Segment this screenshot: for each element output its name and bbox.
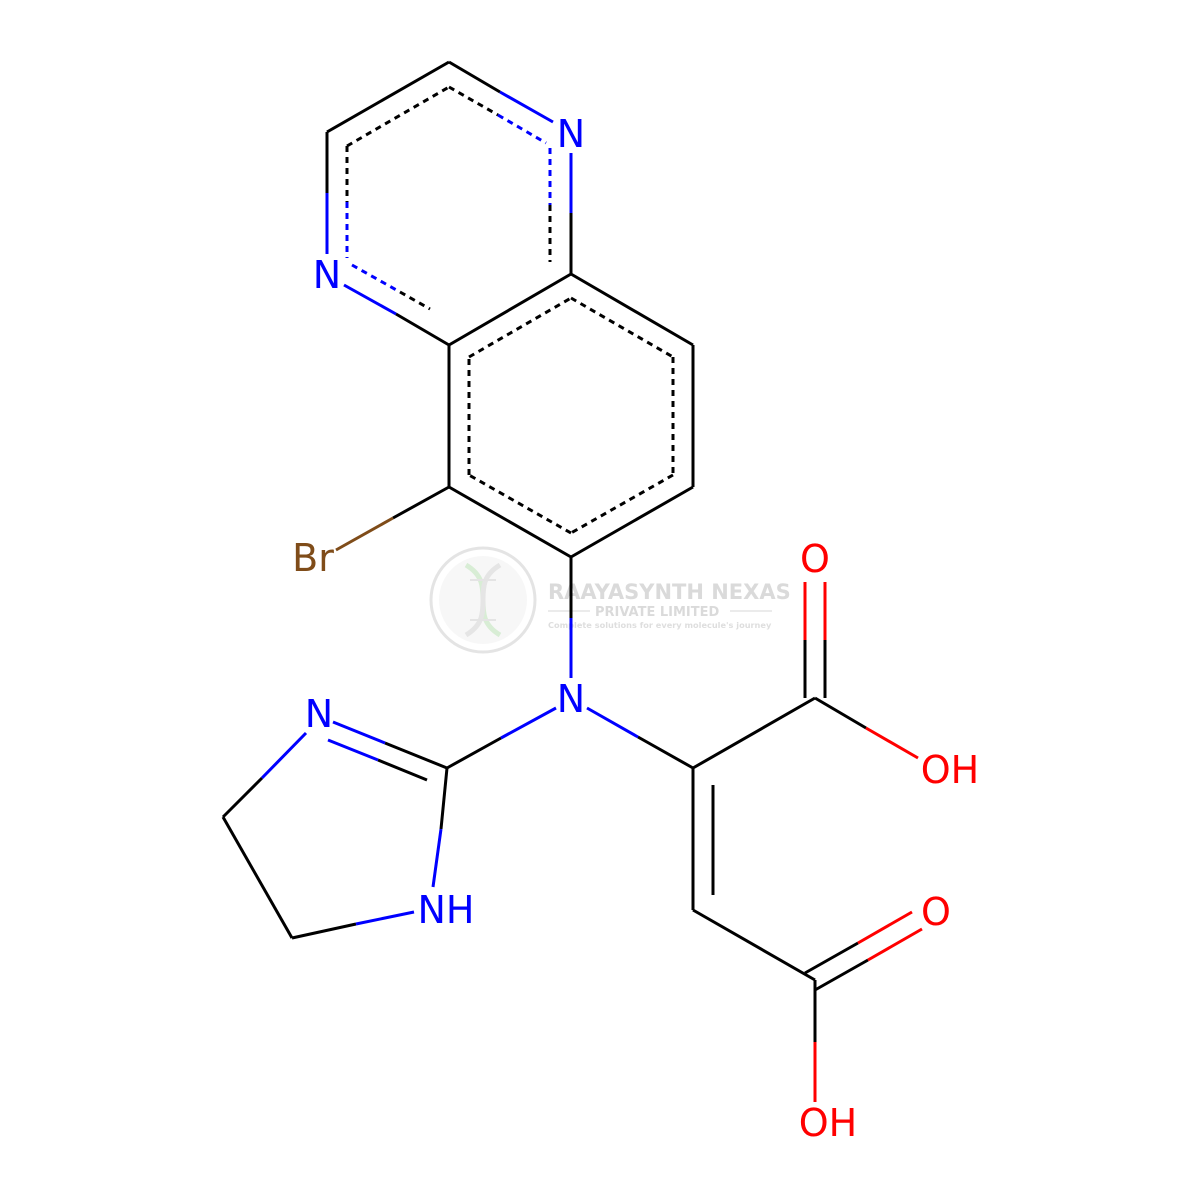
bond-n1-c8a-b xyxy=(395,312,450,347)
bond-c8-br xyxy=(392,485,450,520)
bond-nim-c4-b xyxy=(221,776,264,819)
bond-c6-c7-inner xyxy=(570,473,674,535)
bond-nim-c4 xyxy=(260,731,308,780)
bond-c8-br-b xyxy=(335,516,394,552)
bond-c7-c8-inner xyxy=(468,473,572,535)
bond-cim-nim-inner xyxy=(377,758,428,782)
atom-o-acid2-carbonyl: O xyxy=(921,890,951,934)
bond-c7-c8 xyxy=(448,485,572,559)
bond-namine-calpha-b xyxy=(637,735,694,770)
atom-nh-imidazoline: NH xyxy=(418,888,475,932)
bond-n1-c8a-inner-b xyxy=(399,290,431,311)
bond-c4-c5 xyxy=(221,816,294,939)
bond-c5-nh-b xyxy=(355,910,415,926)
bond-c2-c3-inner xyxy=(346,85,450,148)
bond-namine-cim-b xyxy=(446,736,502,770)
bond-c8a-c4a xyxy=(448,272,572,347)
bond-calpha-cacid1 xyxy=(692,696,816,770)
bond-c2-c3 xyxy=(326,60,450,134)
atom-o-acid1-carbonyl: O xyxy=(800,537,830,581)
bond-cacid2-o xyxy=(804,941,859,975)
bond-n1-c8a-inner xyxy=(351,263,401,294)
bond-cacid2-o-b xyxy=(857,910,913,945)
bond-c4a-c5 xyxy=(570,272,694,347)
bond-c4a-c5-inner xyxy=(570,296,674,359)
bond-nh-cim-b xyxy=(439,767,449,830)
bond-namine-calpha xyxy=(586,706,639,739)
atom-br: Br xyxy=(292,536,334,580)
bonds xyxy=(221,60,923,1102)
bond-cacid2-o-2 xyxy=(814,958,869,992)
bond-nh-cim xyxy=(431,828,443,888)
bond-cacid1-oh xyxy=(814,696,867,730)
bond-namine-cim xyxy=(500,706,557,740)
atom-oh-acid1: OH xyxy=(921,748,979,792)
bond-cacid2-o-2b xyxy=(867,927,923,962)
dna-helix-icon xyxy=(429,546,537,654)
atom-n-pyrazine-top: N xyxy=(557,112,585,156)
atom-labels: N N Br N N NH O OH O OH xyxy=(292,112,979,1145)
bond-cbeta-cacid2 xyxy=(692,908,816,982)
watermark: RAAYASYNTH NEXAS PRIVATE LIMITED Complet… xyxy=(429,546,791,654)
atom-n-amine: N xyxy=(557,677,585,721)
bond-c5-nh xyxy=(291,922,357,940)
atom-n-pyrazine-left: N xyxy=(313,253,341,297)
bond-cim-nim-inner-b xyxy=(327,738,379,762)
bond-cim-nim xyxy=(384,741,448,770)
bond-n1-c8a xyxy=(343,283,397,316)
watermark-tagline: Complete solutions for every molecule's … xyxy=(548,620,772,630)
bond-c3-n4-inner-b xyxy=(497,113,547,145)
atom-n-imidazoline: N xyxy=(305,692,333,736)
bond-c6-c7 xyxy=(570,485,694,559)
bond-cim-nim-b xyxy=(332,720,386,745)
watermark-company: RAAYASYNTH NEXAS xyxy=(548,580,791,604)
bond-c8a-c4a-inner xyxy=(468,296,572,359)
bond-cacid1-oh-b xyxy=(865,726,919,760)
atom-oh-acid2: OH xyxy=(799,1101,857,1145)
bond-c3-n4 xyxy=(448,60,501,94)
watermark-subtitle: PRIVATE LIMITED xyxy=(595,605,720,620)
bond-c3-n4-b xyxy=(499,90,554,124)
bond-c3-n4-inner xyxy=(448,85,499,117)
